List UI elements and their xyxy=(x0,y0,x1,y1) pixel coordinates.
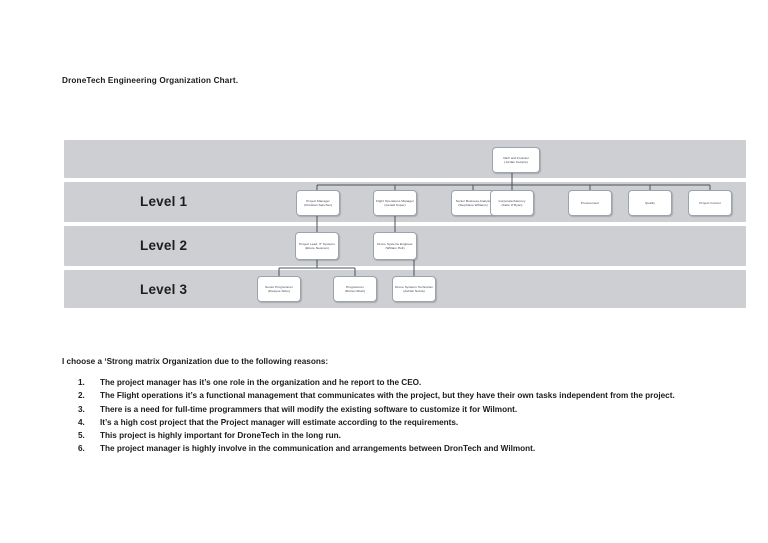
list-item-text: This project is highly important for Dro… xyxy=(100,431,341,441)
org-node-ceo-person: (Jordan Kemple) xyxy=(504,160,528,164)
list-item: 5. This project is highly important for … xyxy=(78,429,738,442)
list-item-number: 6. xyxy=(78,444,85,454)
org-node-senior-business-analyst-title: Senior Business Analyst xyxy=(455,198,491,203)
org-node-senior-programmer[interactable]: Senior Programmer (Dwayne Sirko) xyxy=(257,276,301,302)
list-item-text: There is a need for full-time programmer… xyxy=(100,404,518,414)
list-item-number: 1. xyxy=(78,378,85,387)
org-node-senior-programmer-title: Senior Programmer xyxy=(265,284,293,289)
org-node-ceo-label: CEO and Founder (Jordan Kemple) xyxy=(503,156,529,165)
org-node-project-lead-it-systems-title: Project Lead, IT Systems xyxy=(299,241,335,246)
list-item: 3. There is a need for full-time program… xyxy=(78,403,738,416)
org-node-flight-operations-manager[interactable]: Flight Operations Manager (Gerald Kuper) xyxy=(373,190,417,216)
org-node-ceo[interactable]: CEO and Founder (Jordan Kemple) xyxy=(492,147,540,173)
org-node-project-manager-person: (Christian Sanchez) xyxy=(303,203,333,207)
org-node-project-control-title: Project Control xyxy=(699,200,721,205)
org-node-corporate-attorney[interactable]: Corporate/Attorney (Katie O’Ryan) xyxy=(490,190,534,216)
org-node-project-manager-title: Project Manager xyxy=(306,198,330,203)
org-node-corporate-attorney-person: (Katie O’Ryan) xyxy=(501,203,523,207)
band-label-level-3: Level 3 xyxy=(140,282,188,297)
org-node-programmer-title: Programmer xyxy=(346,284,364,289)
org-node-drone-systems-engineer[interactable]: Drone Systems Engineer (William Holt) xyxy=(373,232,417,260)
org-node-drone-systems-technician-title: Drone Systems Technician xyxy=(395,284,433,289)
org-node-senior-programmer-person: (Dwayne Sirko) xyxy=(268,289,290,293)
org-node-drone-systems-engineer-title: Drone Systems Engineer xyxy=(377,241,413,246)
reasons-lead-in: I choose a ‘Strong matrix Organization d… xyxy=(62,357,329,366)
org-node-senior-business-analyst-person: (Stephanie Williams) xyxy=(458,203,488,207)
chart-band-top xyxy=(64,140,746,178)
list-item-text: It’s a high cost project that the Projec… xyxy=(100,417,459,427)
org-node-quality[interactable]: Quality xyxy=(628,190,672,216)
org-node-project-control[interactable]: Project Control xyxy=(688,190,732,216)
org-node-drone-systems-engineer-person: (William Holt) xyxy=(385,246,405,250)
org-node-corporate-attorney-title: Corporate/Attorney xyxy=(498,198,526,203)
org-chart: Level 1 Level 2 Level 3 xyxy=(64,140,746,308)
band-label-level-2: Level 2 xyxy=(140,238,188,253)
org-node-flight-operations-manager-title: Flight Operations Manager xyxy=(376,198,414,203)
org-node-flight-operations-manager-person: (Gerald Kuper) xyxy=(384,203,406,207)
reasons-list: 1. The project manager has it’s one role… xyxy=(78,376,738,456)
org-node-procurement-title: Procurement xyxy=(580,200,600,205)
list-item-number: 4. xyxy=(78,417,85,427)
list-item: 1. The project manager has it’s one role… xyxy=(78,376,738,389)
org-node-project-lead-it-systems[interactable]: Project Lead, IT Systems (Ettore Neoman) xyxy=(295,232,339,260)
list-item-number: 3. xyxy=(78,404,85,414)
list-item-number: 5. xyxy=(78,431,85,441)
list-item-text: The project manager has it’s one role in… xyxy=(100,378,422,387)
list-item-number: 2. xyxy=(78,391,85,401)
list-item: 2. The Flight operations it’s a function… xyxy=(78,389,738,402)
list-item-text: The Flight operations it’s a functional … xyxy=(100,391,675,401)
list-item: 4. It’s a high cost project that the Pro… xyxy=(78,416,738,429)
org-node-ceo-title: CEO and Founder xyxy=(503,155,529,160)
band-label-level-1: Level 1 xyxy=(140,194,188,209)
org-node-project-manager[interactable]: Project Manager (Christian Sanchez) xyxy=(296,190,340,216)
org-node-drone-systems-technician[interactable]: Drone Systems Technician (Ashish Nehra) xyxy=(392,276,436,302)
org-node-quality-title: Quality xyxy=(645,200,655,205)
list-item: 6. The project manager is highly involve… xyxy=(78,442,738,455)
org-node-programmer[interactable]: Programmer (Rohan Shah) xyxy=(333,276,377,302)
org-node-senior-business-analyst[interactable]: Senior Business Analyst (Stephanie Willi… xyxy=(451,190,495,216)
org-node-programmer-person: (Rohan Shah) xyxy=(345,289,365,293)
page-title: DroneTech Engineering Organization Chart… xyxy=(62,76,239,85)
org-node-project-lead-it-systems-person: (Ettore Neoman) xyxy=(305,246,329,250)
list-item-text: The project manager is highly involve in… xyxy=(100,444,536,454)
org-node-drone-systems-technician-person: (Ashish Nehra) xyxy=(403,289,425,293)
org-node-procurement[interactable]: Procurement xyxy=(568,190,612,216)
